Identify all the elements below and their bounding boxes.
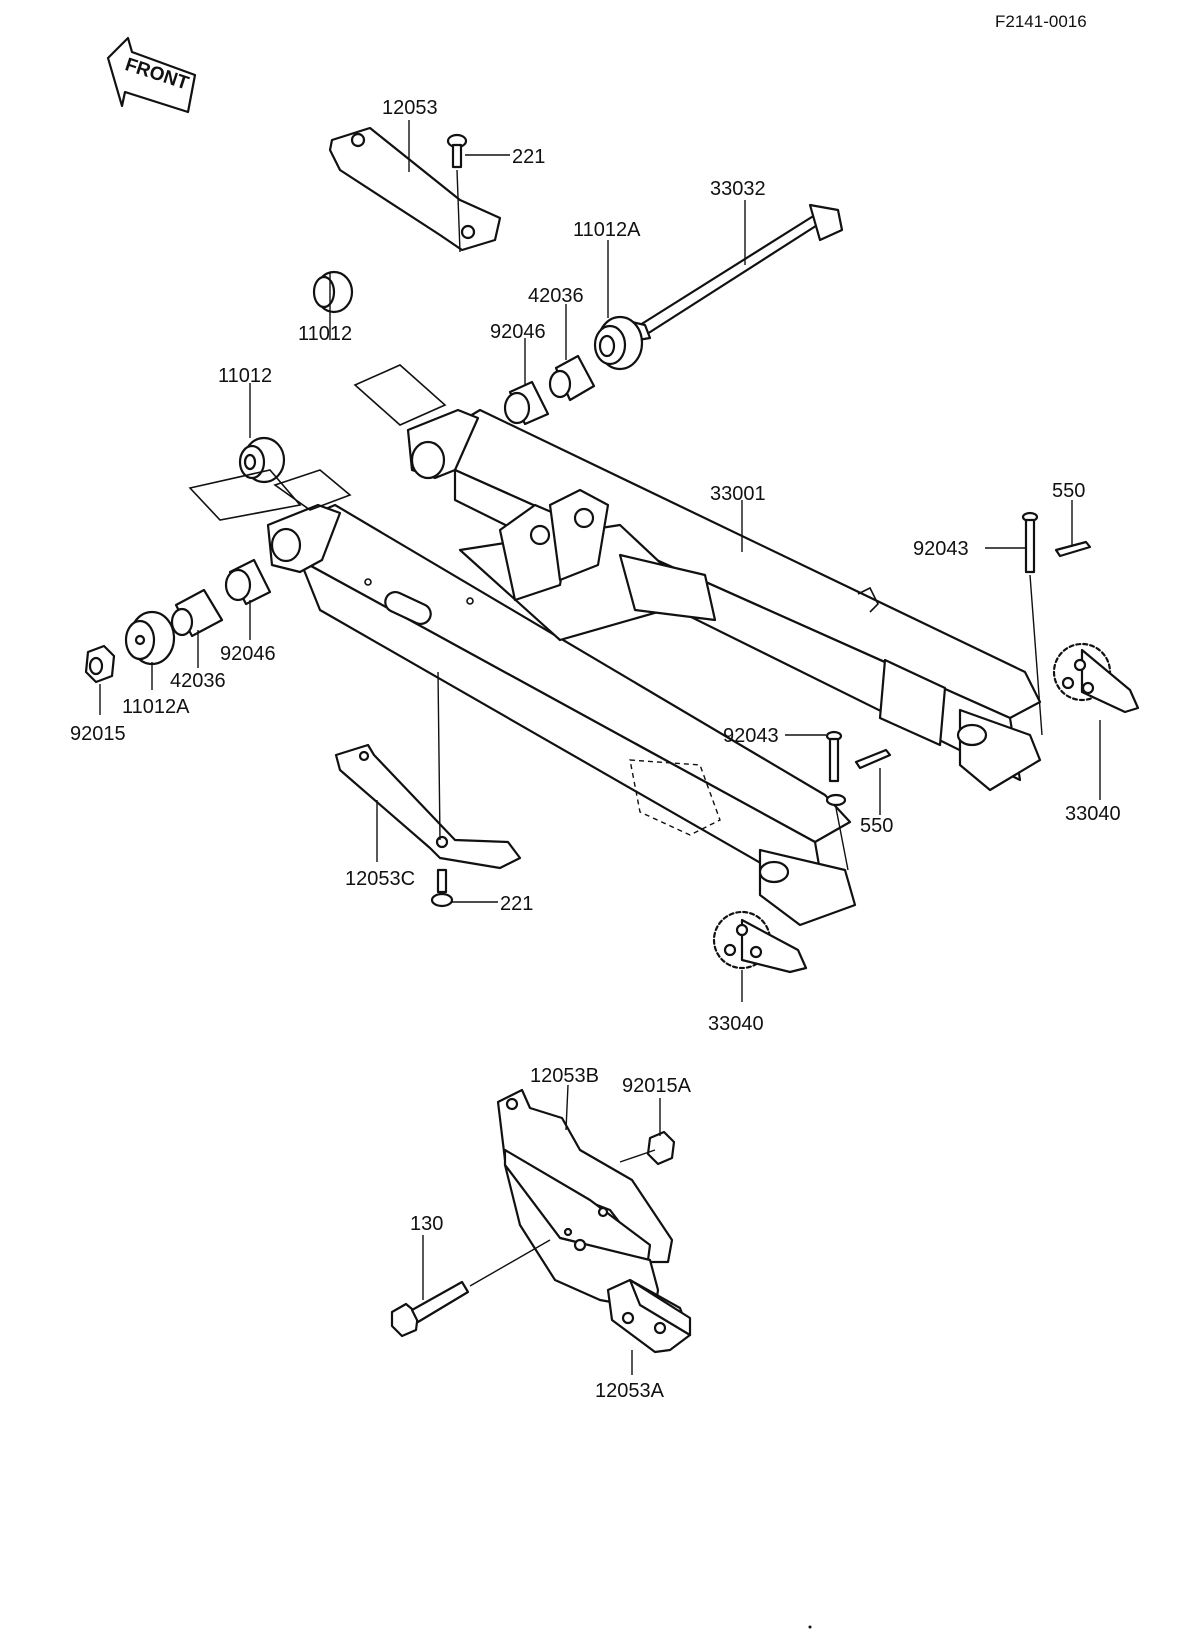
chain-slider-12053C [334, 743, 522, 870]
bolt-221-top [446, 133, 468, 169]
label-221-top: 221 [512, 146, 545, 168]
label-11012A-left: 11012A [122, 696, 190, 718]
chain-slider-12053 [328, 126, 502, 252]
label-92043-top: 92043 [913, 538, 969, 560]
label-11012-lower: 11012 [218, 365, 272, 387]
label-12053C: 12053C [345, 868, 415, 890]
label-42036-left: 42036 [170, 670, 226, 692]
label-130: 130 [410, 1213, 443, 1235]
label-33040-right: 33040 [1065, 803, 1121, 825]
swingarm-33001 [266, 408, 1042, 927]
label-92015A: 92015A [622, 1075, 692, 1097]
bolt-130 [390, 1280, 470, 1338]
pin-92043-top [1021, 511, 1039, 574]
pin-92043-mid [825, 730, 847, 807]
label-11012-upper: 11012 [298, 323, 352, 345]
label-33001: 33001 [710, 483, 766, 505]
label-92015: 92015 [70, 723, 126, 745]
chain-guide-pad-12053A [606, 1278, 692, 1354]
needle-bearing-92046-left [224, 558, 272, 606]
pivot-shaft-33032 [630, 203, 844, 342]
label-12053B: 12053B [530, 1065, 599, 1087]
nut-92015 [84, 644, 116, 684]
label-12053A: 12053A [595, 1380, 665, 1402]
label-92046-top: 92046 [490, 321, 546, 343]
nut-92015A [646, 1130, 676, 1166]
label-11012A-top: 11012A [573, 219, 641, 241]
label-550-mid: 550 [860, 815, 893, 837]
seal-11012-lower [238, 436, 286, 484]
front-arrow-icon: FRONT [106, 36, 197, 114]
cotter-pin-550-top [1054, 540, 1092, 558]
diagram-code: F2141-0016 [995, 12, 1087, 31]
chain-adjuster-33040-bottom [712, 910, 808, 974]
collar-42036-left [170, 588, 224, 638]
bearing-11012A-left [124, 610, 176, 666]
label-42036-top: 42036 [528, 285, 584, 307]
chain-adjuster-33040-right [1052, 642, 1140, 714]
label-92046-left: 92046 [220, 643, 276, 665]
seal-11012-upper [312, 270, 354, 314]
chain-guide-12053B [496, 1088, 674, 1312]
cotter-pin-550-mid [854, 748, 892, 770]
label-12053: 12053 [382, 97, 438, 119]
bearing-11012A-top [593, 315, 644, 371]
label-33040-bottom: 33040 [708, 1013, 764, 1035]
bolt-221-bottom [430, 868, 454, 908]
label-221-bottom: 221 [500, 893, 533, 915]
label-33032: 33032 [710, 178, 766, 200]
label-92043-mid: 92043 [723, 725, 779, 747]
needle-bearing-92046-top [503, 380, 550, 426]
collar-42036-top [548, 354, 596, 402]
label-550-top: 550 [1052, 480, 1085, 502]
